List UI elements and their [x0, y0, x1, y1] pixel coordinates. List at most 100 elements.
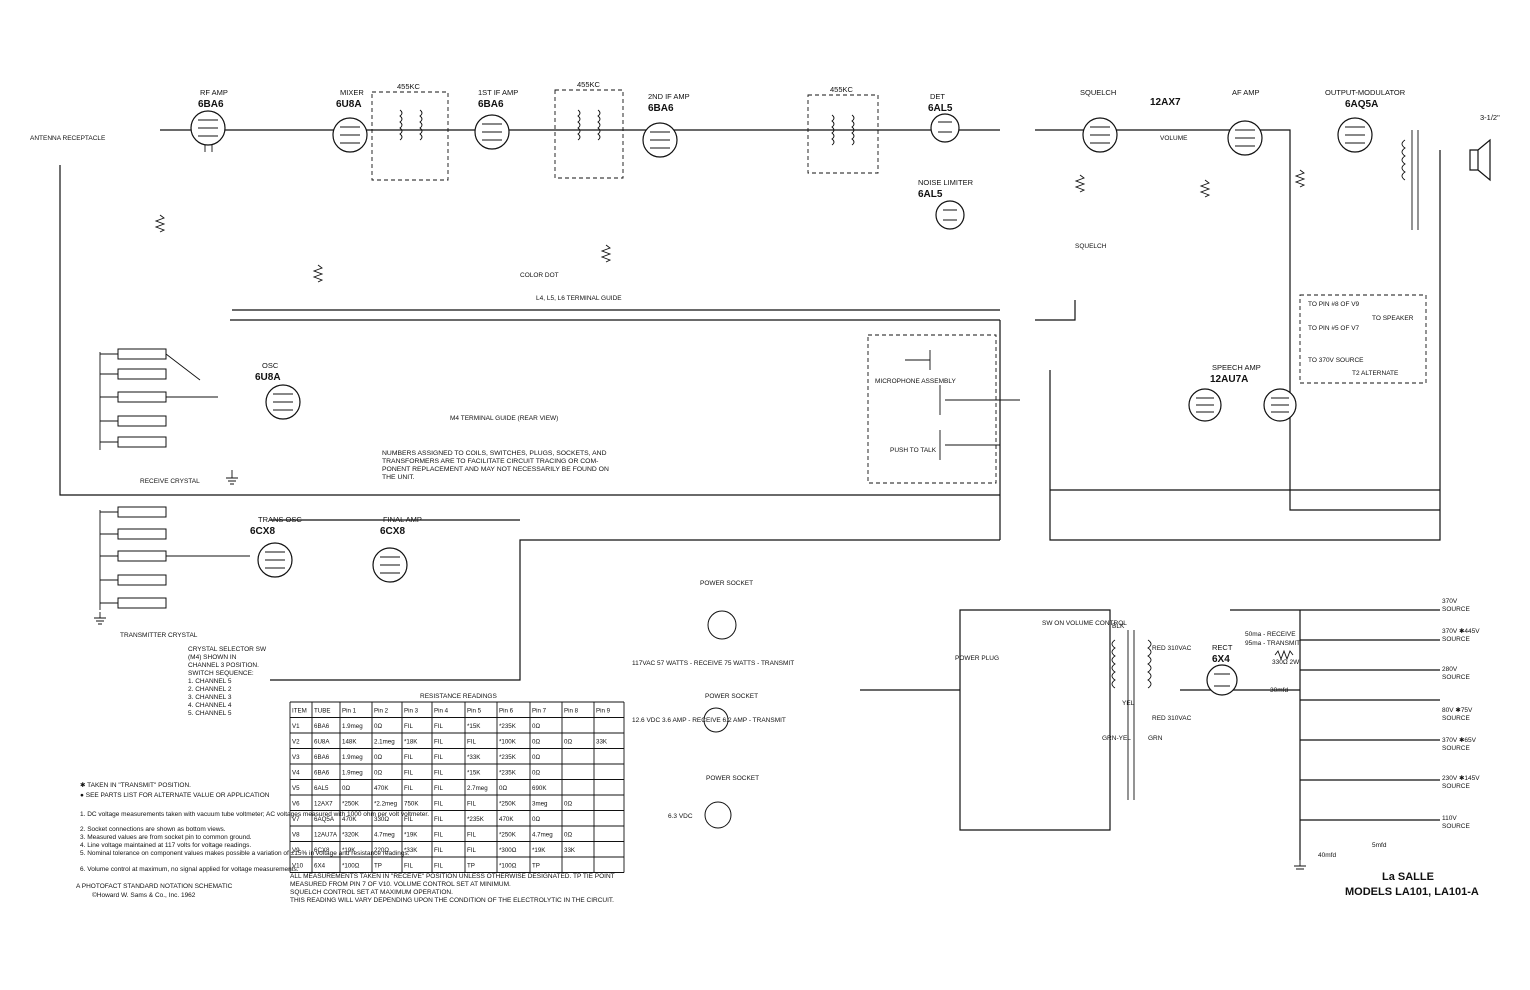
table-header-cell: TUBE — [314, 708, 331, 715]
power-plug-label: POWER PLUG — [955, 655, 999, 662]
svg-text:ALL MEASUREMENTS TAKEN IN "REC: ALL MEASUREMENTS TAKEN IN "RECEIVE" POSI… — [290, 873, 615, 880]
table-cell: 4.7meg — [374, 832, 395, 839]
svg-text:T2 ALTERNATE: T2 ALTERNATE — [1352, 370, 1399, 377]
supply-voltage: 80V ✱75V — [1442, 706, 1473, 714]
table-cell: FIL — [434, 816, 443, 823]
table-cell: 12AU7A — [314, 832, 338, 839]
svg-text:GRN-YEL: GRN-YEL — [1102, 735, 1131, 742]
tube-v5b — [935, 200, 965, 230]
supply-label: SOURCE — [1442, 606, 1470, 613]
table-cell: 4.7meg — [532, 832, 553, 839]
power-socket-note-3: 6.3 VDC — [668, 813, 693, 820]
table-cell: 33K — [596, 739, 608, 746]
rf-amp-label: RF AMP — [200, 88, 228, 97]
power-supply-text: 50ma - RECEIVE 95ma - TRANSMIT BLK RED 3… — [1102, 623, 1387, 859]
table-cell: *300Ω — [499, 847, 517, 854]
table-cell: 3meg — [532, 801, 548, 808]
svg-text:TO PIN #8 OF V9: TO PIN #8 OF V9 — [1308, 301, 1360, 308]
table-cell: 690K — [532, 785, 547, 792]
table-cell: 6U8A — [314, 739, 330, 746]
table-cell: 6BA6 — [314, 770, 330, 777]
svg-text:5. Nominal tolerance on compon: 5. Nominal tolerance on component values… — [80, 850, 410, 857]
svg-text:5. CHANNEL 5: 5. CHANNEL 5 — [188, 710, 232, 717]
table-cell: 470K — [374, 785, 389, 792]
table-cell: 2.7meg — [467, 785, 488, 792]
svg-text:TO PIN #5 OF V7: TO PIN #5 OF V7 — [1308, 325, 1360, 332]
v5b-type: 6AL5 — [918, 189, 943, 200]
table-cell: FIL — [404, 816, 413, 823]
table-cell: FIL — [467, 847, 476, 854]
table-cell: TP — [374, 863, 382, 870]
table-cell: FIL — [404, 754, 413, 761]
svg-text:CHANNEL 3 POSITION.: CHANNEL 3 POSITION. — [188, 662, 259, 669]
svg-text:✱ TAKEN IN "TRANSMIT" POSITION: ✱ TAKEN IN "TRANSMIT" POSITION. — [80, 781, 191, 789]
svg-text:● SEE PARTS LIST FOR ALTERNATE: ● SEE PARTS LIST FOR ALTERNATE VALUE OR … — [80, 792, 270, 799]
if1-label: 1ST IF AMP — [478, 88, 518, 97]
table-cell: *250K — [342, 801, 360, 808]
table-cell: FIL — [434, 863, 443, 870]
tube-v2 — [332, 117, 368, 153]
tube-v5 — [930, 113, 960, 143]
svg-text:(M4) SHOWN IN: (M4) SHOWN IN — [188, 654, 237, 661]
mixer-label: MIXER — [340, 88, 364, 97]
table-cell: FIL — [467, 801, 476, 808]
table-cell: 0Ω — [532, 770, 540, 777]
if-455-label-b: 455KC — [577, 80, 601, 89]
table-cell: *235K — [499, 723, 517, 730]
volume-label: VOLUME — [1160, 135, 1188, 142]
supply-label: SOURCE — [1442, 715, 1470, 722]
svg-text:2. Socket connections are show: 2. Socket connections are shown as botto… — [80, 826, 226, 833]
v1-type: 6BA6 — [198, 99, 224, 110]
photofact-label: A PHOTOFACT STANDARD NOTATION SCHEMATIC — [76, 883, 233, 890]
table-cell: V3 — [292, 754, 300, 761]
v2-type: 6U8A — [336, 99, 362, 110]
squelch-control-label: SQUELCH — [1075, 243, 1107, 250]
supply-label: SOURCE — [1442, 674, 1470, 681]
antenna-receptacle-label: ANTENNA RECEPTACLE — [30, 135, 106, 142]
power-socket-title-2: POWER SOCKET — [705, 693, 758, 700]
transmitter-crystal-label: TRANSMITTER CRYSTAL — [120, 632, 198, 639]
svg-text:50ma - RECEIVE: 50ma - RECEIVE — [1245, 631, 1296, 638]
ground-symbols — [94, 470, 1306, 870]
table-cell: 6AL5 — [314, 785, 329, 792]
table-cell: *235K — [499, 770, 517, 777]
tube-v6-squelch — [1082, 117, 1118, 153]
table-cell: *235K — [467, 816, 485, 823]
table-cell: TP — [532, 863, 540, 870]
table-cell: V7 — [292, 816, 300, 823]
svg-text:SQUELCH CONTROL SET AT MAXIMUM: SQUELCH CONTROL SET AT MAXIMUM OPERATION… — [290, 889, 453, 896]
table-cell: *250K — [499, 832, 517, 839]
tube-v7 — [1337, 117, 1373, 153]
svg-text:3. CHANNEL 3: 3. CHANNEL 3 — [188, 694, 232, 701]
if-can-l6 — [807, 94, 879, 174]
table-cell: TP — [467, 863, 475, 870]
tube-v8 — [257, 542, 293, 578]
table-cell: 0Ω — [374, 754, 382, 761]
numbers-note: NUMBERS ASSIGNED TO COILS, SWITCHES, PLU… — [382, 450, 609, 481]
table-cell: FIL — [434, 847, 443, 854]
rect-label: RECT — [1212, 643, 1233, 652]
svg-text:330Ω 2W: 330Ω 2W — [1272, 659, 1300, 666]
resistor-symbols — [154, 169, 1306, 661]
svg-text:40mfd: 40mfd — [1318, 852, 1336, 859]
table-cell: 6AQ5A — [314, 816, 335, 823]
supply-label: SOURCE — [1442, 745, 1470, 752]
table-header-cell: Pin 2 — [374, 708, 389, 715]
svg-text:THE UNIT.: THE UNIT. — [382, 474, 415, 481]
v7-type: 6AQ5A — [1345, 99, 1378, 110]
table-cell: 148K — [342, 739, 357, 746]
table-cell: V9 — [292, 847, 300, 854]
v4-type: 6BA6 — [648, 103, 674, 114]
if-can-l5 — [554, 89, 624, 179]
table-cell: *100K — [499, 739, 517, 746]
table-cell: 6BA6 — [314, 723, 330, 730]
table-cell: FIL — [404, 785, 413, 792]
table-header-cell: Pin 6 — [499, 708, 514, 715]
supply-voltage: 110V — [1442, 815, 1457, 822]
svg-text:5mfd: 5mfd — [1372, 842, 1387, 849]
power-socket-note-2: 12.6 VDC 3.6 AMP - RECEIVE 6.2 AMP - TRA… — [632, 717, 786, 724]
table-cell: FIL — [434, 739, 443, 746]
crystal-selector-note: CRYSTAL SELECTOR SW (M4) SHOWN IN CHANNE… — [188, 646, 267, 717]
table-header-cell: Pin 1 — [342, 708, 357, 715]
